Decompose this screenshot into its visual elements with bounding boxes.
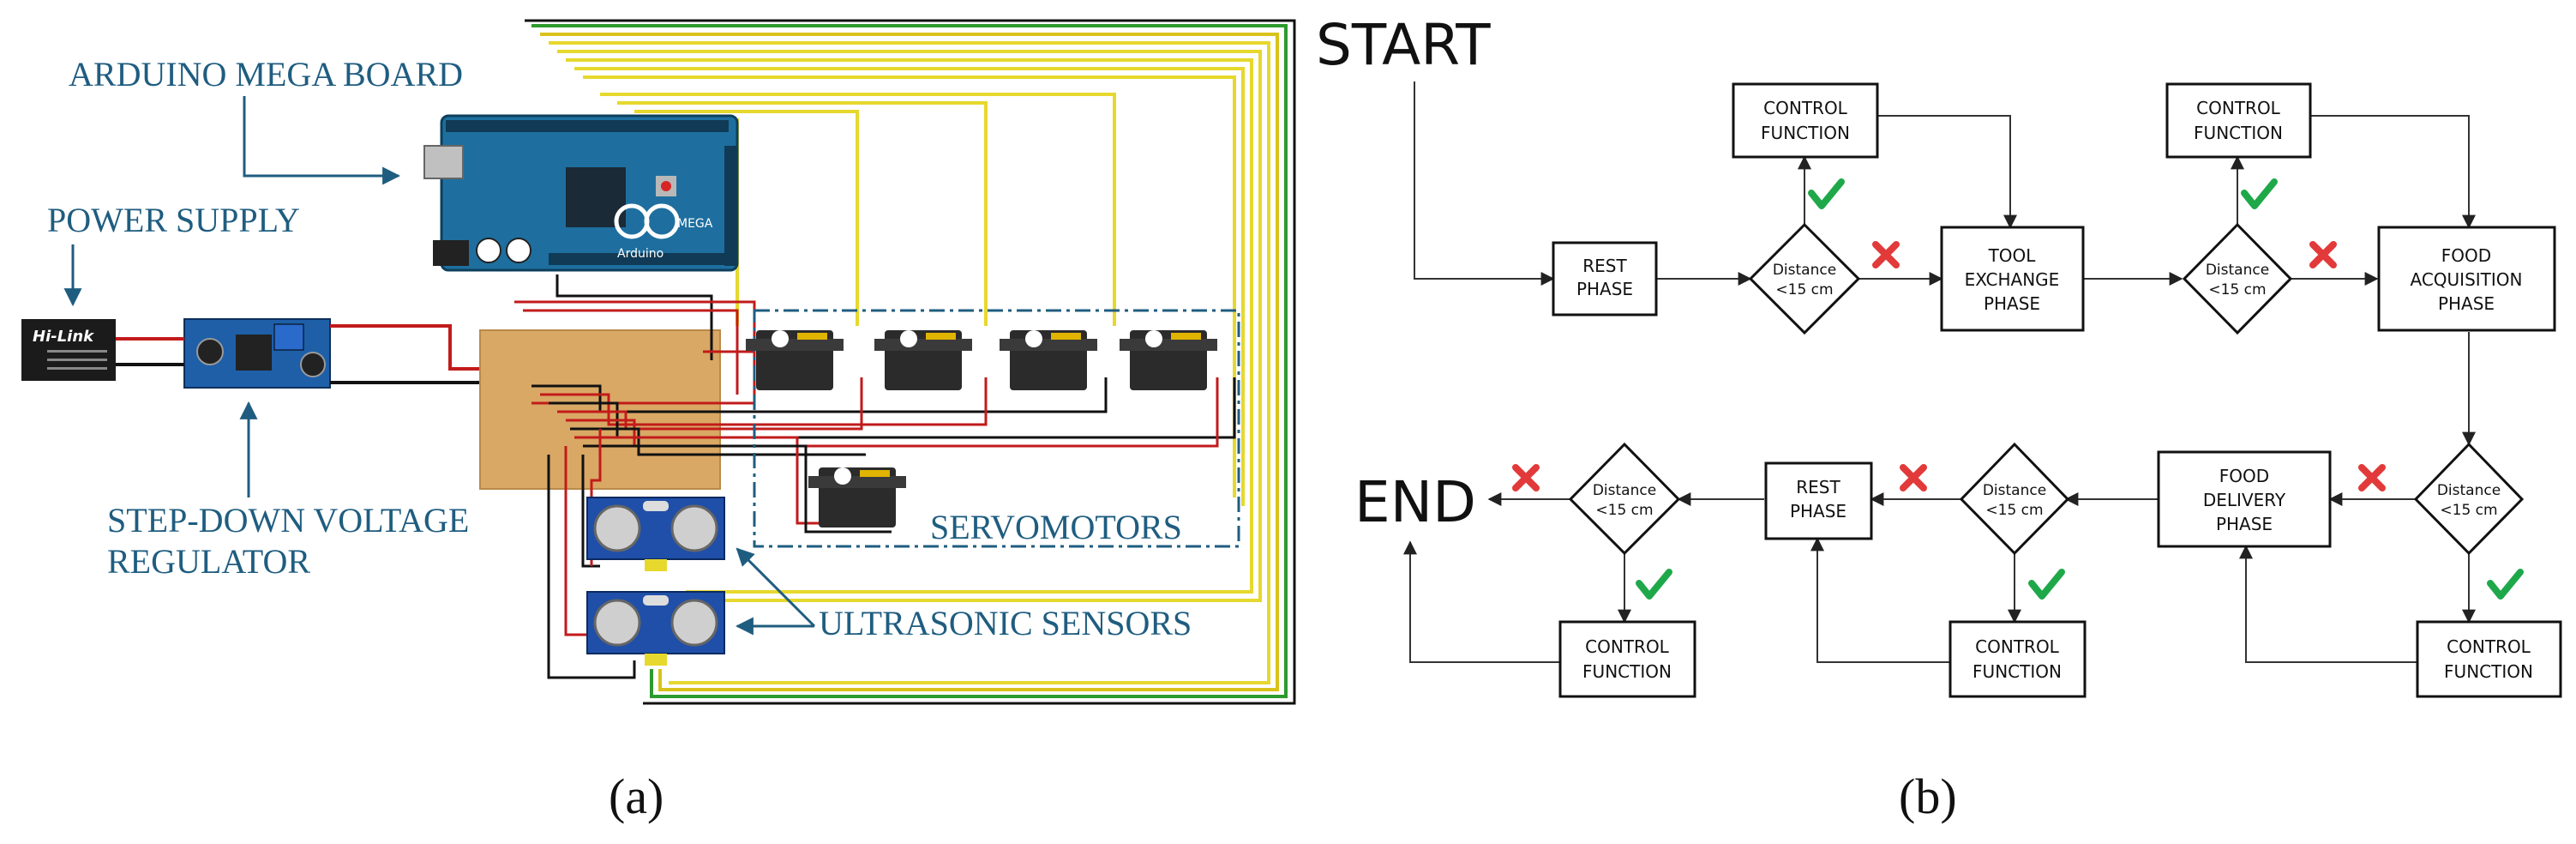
node-food-acquisition-phase: FOOD ACQUISITION PHASE: [2377, 226, 2556, 332]
svg-text:<15 cm: <15 cm: [1595, 502, 1653, 519]
servomotor-5: [808, 467, 906, 528]
panel-b-caption: (b): [1899, 769, 1957, 824]
cross-icon: [1872, 241, 1900, 268]
svg-text:FUNCTION: FUNCTION: [1761, 123, 1850, 143]
svg-text:CONTROL: CONTROL: [1763, 98, 1848, 118]
node-decision-distance-3: Distance <15 cm: [2413, 442, 2525, 556]
ultrasonic-sensor-2: [586, 591, 725, 666]
svg-text:Distance: Distance: [2206, 262, 2269, 279]
svg-text:Distance: Distance: [1593, 482, 1656, 499]
node-rest-phase-2: REST PHASE: [1764, 461, 1873, 540]
svg-text:PHASE: PHASE: [2216, 514, 2273, 534]
panel-a-wiring-diagram: MEGA Arduino Hi-Link: [21, 19, 1296, 824]
svg-text:<15 cm: <15 cm: [1775, 281, 1833, 298]
node-control-function-4: CONTROL FUNCTION: [1949, 620, 2087, 698]
svg-text:REST: REST: [1582, 256, 1627, 276]
node-decision-distance-2: Distance <15 cm: [2182, 222, 2293, 335]
node-decision-distance-1: Distance <15 cm: [1748, 222, 1861, 335]
svg-text:REST: REST: [1796, 477, 1840, 497]
svg-text:PHASE: PHASE: [2438, 293, 2495, 314]
cross-icons: [1512, 241, 2386, 491]
check-icon: [2028, 569, 2065, 600]
svg-text:PHASE: PHASE: [1576, 279, 1633, 299]
svg-text:FUNCTION: FUNCTION: [2194, 123, 2283, 143]
label-ultrasonic-sensors: ULTRASONIC SENSORS: [819, 604, 1192, 642]
cross-icon: [1900, 464, 1927, 491]
arduino-logo-text: Arduino: [617, 247, 664, 261]
node-control-function-5: CONTROL FUNCTION: [1558, 620, 1696, 698]
cross-icon: [2358, 464, 2386, 491]
step-down-regulator-module: [183, 318, 331, 389]
svg-text:<15 cm: <15 cm: [2208, 281, 2266, 298]
servomotor-2: [874, 330, 972, 390]
svg-text:Distance: Distance: [2437, 482, 2501, 499]
check-icons: [1636, 178, 2524, 600]
label-servomotors: SERVOMOTORS: [930, 508, 1182, 546]
label-regulator-line1: STEP-DOWN VOLTAGE: [107, 501, 469, 540]
panel-b-flowchart: START END: [1316, 12, 2562, 824]
svg-text:FUNCTION: FUNCTION: [1582, 661, 1672, 682]
mega-logo-text: MEGA: [677, 217, 713, 231]
svg-text:<15 cm: <15 cm: [1985, 502, 2043, 519]
check-icon: [2241, 178, 2278, 209]
svg-text:EXCHANGE: EXCHANGE: [1965, 269, 2060, 290]
node-decision-distance-4: Distance <15 cm: [1959, 442, 2070, 556]
svg-text:CONTROL: CONTROL: [1975, 636, 2060, 657]
svg-text:PHASE: PHASE: [1790, 501, 1846, 521]
svg-text:ACQUISITION: ACQUISITION: [2411, 269, 2523, 290]
servomotors-group-outline: [753, 309, 1240, 548]
ultrasonic-wires: [547, 429, 636, 679]
power-supply-module: Hi-Link: [21, 319, 116, 381]
svg-text:Distance: Distance: [1773, 262, 1836, 279]
label-power-supply: POWER SUPPLY: [47, 201, 300, 239]
servomotor-3: [1000, 330, 1097, 390]
flow-connectors: [1403, 81, 2476, 663]
node-control-function-1: CONTROL FUNCTION: [1732, 82, 1879, 159]
label-arduino-mega-board: ARDUINO MEGA BOARD: [69, 55, 463, 93]
svg-text:PHASE: PHASE: [1984, 293, 2040, 314]
svg-text:Distance: Distance: [1983, 482, 2046, 499]
check-icon: [1636, 569, 1672, 600]
servomotor-1: [746, 330, 844, 390]
svg-text:DELIVERY: DELIVERY: [2203, 490, 2286, 510]
svg-text:FOOD: FOOD: [2441, 245, 2491, 266]
svg-text:FOOD: FOOD: [2219, 466, 2269, 486]
end-label: END: [1354, 469, 1476, 535]
svg-text:TOOL: TOOL: [1988, 245, 2037, 266]
node-control-function-3: CONTROL FUNCTION: [2416, 620, 2562, 698]
panel-a-caption: (a): [609, 769, 664, 824]
svg-text:CONTROL: CONTROL: [2447, 636, 2531, 657]
ultrasonic-sensor-1: [586, 497, 725, 571]
node-food-delivery-phase: FOOD DELIVERY PHASE: [2157, 450, 2332, 548]
svg-text:CONTROL: CONTROL: [2196, 98, 2281, 118]
start-label: START: [1316, 12, 1491, 78]
svg-text:<15 cm: <15 cm: [2440, 502, 2497, 519]
cross-icon: [2309, 241, 2337, 268]
label-regulator-line2: REGULATOR: [107, 542, 310, 581]
node-rest-phase-1: REST PHASE: [1552, 241, 1658, 316]
check-icon: [2487, 569, 2524, 600]
hilink-logo-text: Hi-Link: [33, 328, 94, 346]
svg-text:CONTROL: CONTROL: [1585, 636, 1670, 657]
node-decision-distance-5: Distance <15 cm: [1568, 442, 1681, 556]
svg-text:FUNCTION: FUNCTION: [2444, 661, 2533, 682]
node-control-function-2: CONTROL FUNCTION: [2165, 82, 2312, 159]
servomotor-4: [1120, 330, 1217, 390]
check-icon: [1808, 178, 1845, 209]
cross-icon: [1512, 464, 1540, 491]
svg-text:FUNCTION: FUNCTION: [1973, 661, 2062, 682]
node-tool-exchange-phase: TOOL EXCHANGE PHASE: [1940, 226, 2085, 332]
arduino-mega-board: MEGA Arduino: [423, 114, 739, 272]
